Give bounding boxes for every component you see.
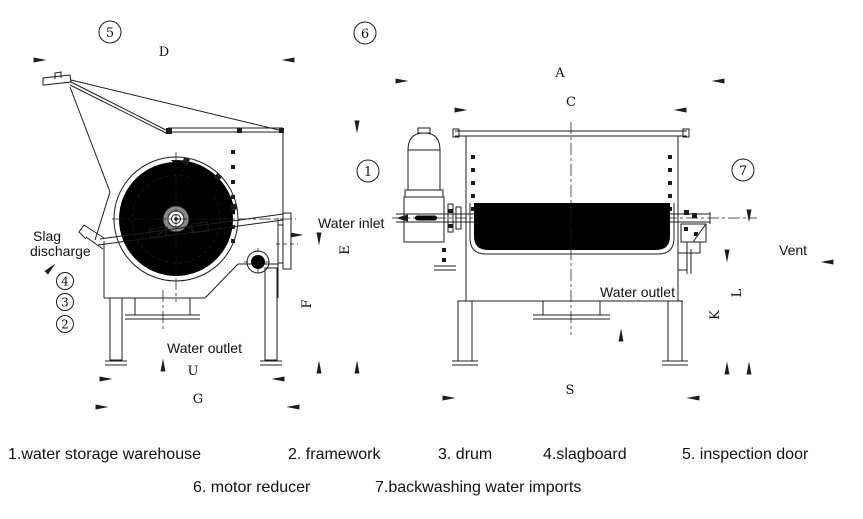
- dimension-lines: D E F U G A C S K: [33, 45, 752, 410]
- water-outlet-stub-right: [533, 301, 610, 320]
- slag-discharge-label-line1: Slag: [33, 228, 61, 244]
- callouts: 5 6 1 7 4 3 2: [56, 20, 755, 333]
- slag-discharge-label-line2: discharge: [30, 243, 91, 259]
- side-view-drawing: [42, 71, 298, 366]
- water-outlet-left-label: Water outlet: [167, 340, 242, 356]
- dim-label-k: K: [708, 310, 723, 320]
- inspection-door: [42, 71, 72, 86]
- callout-3-circle: [56, 293, 74, 311]
- slag-chute: [69, 86, 111, 250]
- vent-flange: [678, 249, 692, 274]
- callout-2-circle: [56, 315, 74, 333]
- dim-label-u: U: [188, 364, 199, 379]
- hood-edge-inner: [69, 84, 167, 134]
- callout-1-circle: [356, 159, 380, 183]
- dim-label-c: C: [566, 95, 576, 110]
- trough-incline: [97, 213, 284, 246]
- hood-edge-outer: [70, 81, 169, 132]
- flow-annotations: Slag discharge Water inlet Water outlet …: [30, 215, 834, 372]
- callout-5-circle: [98, 20, 122, 44]
- shaft-arrow: [396, 214, 408, 222]
- motor-reducer: [396, 127, 462, 271]
- water-inlet-label: Water inlet: [318, 215, 385, 231]
- backwash-inlet-assembly: [680, 210, 711, 254]
- callout-5-number: 5: [106, 26, 114, 41]
- dim-label-f: F: [300, 299, 315, 308]
- framework-housing: [103, 127, 284, 299]
- callout-6-number: 6: [361, 27, 369, 42]
- callout-3-number: 3: [61, 296, 69, 310]
- dim-label-d: D: [159, 45, 169, 60]
- dim-label-s: S: [566, 383, 575, 398]
- callout-7-circle: [731, 158, 755, 182]
- callout-2-number: 2: [61, 318, 69, 332]
- vent-label: Vent: [779, 242, 807, 258]
- dim-label-e: E: [338, 245, 353, 255]
- dim-label-g: G: [193, 392, 203, 407]
- callout-1-number: 1: [364, 165, 372, 180]
- callout-4-circle: [56, 272, 74, 290]
- tank-body: [458, 136, 683, 302]
- callout-6-circle: [353, 21, 377, 45]
- side-flange: [244, 248, 272, 276]
- dim-label-l: L: [730, 288, 745, 297]
- callout-4-number: 4: [61, 275, 69, 289]
- water-inlet-flange: [276, 212, 298, 270]
- front-view-drawing: [392, 122, 757, 366]
- dim-label-a: A: [554, 66, 565, 81]
- drum-trough: [469, 203, 675, 263]
- right-view-legs: [452, 300, 688, 366]
- callout-7-number: 7: [739, 164, 747, 179]
- water-outlet-stub-left: [125, 290, 200, 330]
- left-view-legs: [105, 267, 282, 366]
- hood-cover-line: [70, 79, 284, 132]
- screen-arc: [170, 159, 235, 215]
- water-outlet-right-label: Water outlet: [600, 284, 675, 300]
